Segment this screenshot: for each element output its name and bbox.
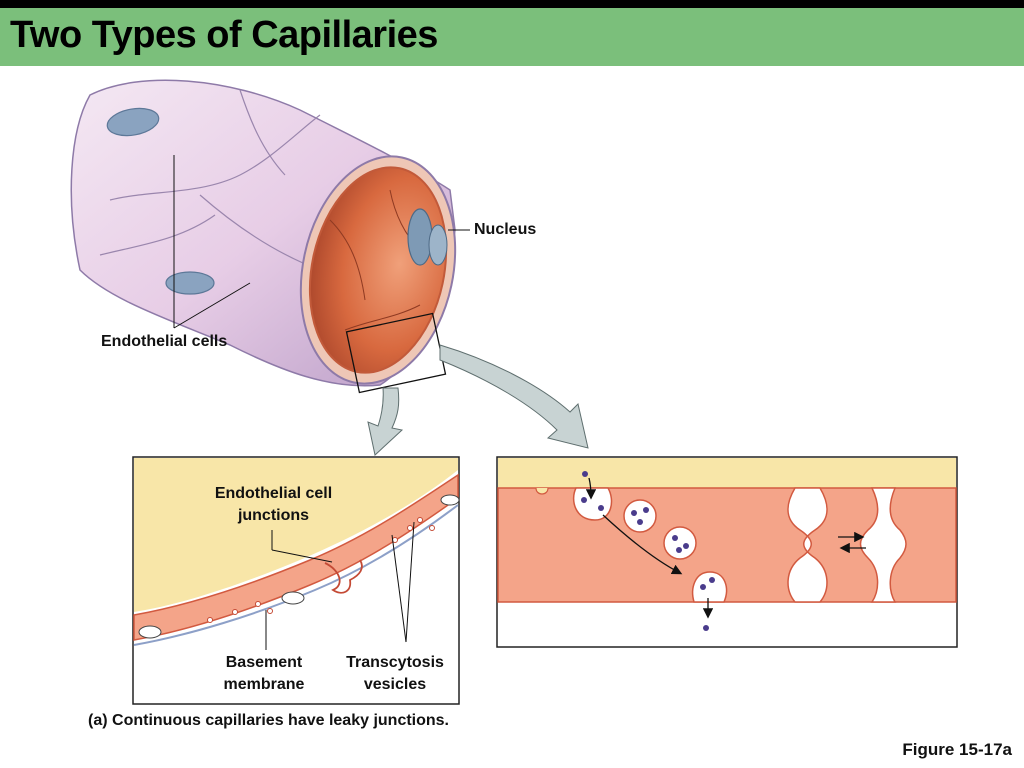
zoom-box	[345, 312, 447, 394]
endothelial-cell-junctions-label: Endothelial cell junctions	[196, 483, 351, 527]
zoom-arrow-left	[367, 387, 404, 456]
junction-panel	[132, 456, 460, 705]
junctions-label-line1: Endothelial cell	[214, 485, 333, 502]
transcytosis-label-line1: Transcytosis	[346, 654, 444, 671]
basement-membrane-label: Basement membrane	[208, 652, 320, 696]
endothelial-cells-label: Endothelial cells	[101, 333, 228, 350]
zoom-arrow-right	[439, 344, 589, 449]
capillary-tube	[70, 79, 470, 387]
transport-panel	[496, 456, 958, 648]
basement-label-line2: membrane	[223, 676, 305, 693]
caption-text: Continuous capillaries have leaky juncti…	[112, 712, 449, 729]
transcytosis-label-line2: vesicles	[363, 676, 427, 693]
caption-part-letter: (a)	[88, 712, 108, 729]
top-black-strip	[0, 0, 1024, 8]
slide-title: Two Types of Capillaries	[10, 14, 438, 56]
title-bar	[0, 8, 1024, 66]
transcytosis-vesicles-label: Transcytosis vesicles	[332, 652, 458, 696]
figure-caption: (a) Continuous capillaries have leaky ju…	[88, 712, 449, 730]
nucleus-label: Nucleus	[474, 221, 537, 238]
junctions-label-line2: junctions	[237, 507, 310, 524]
basement-label-line1: Basement	[225, 654, 303, 671]
figure-number: Figure 15-17a	[902, 740, 1012, 759]
